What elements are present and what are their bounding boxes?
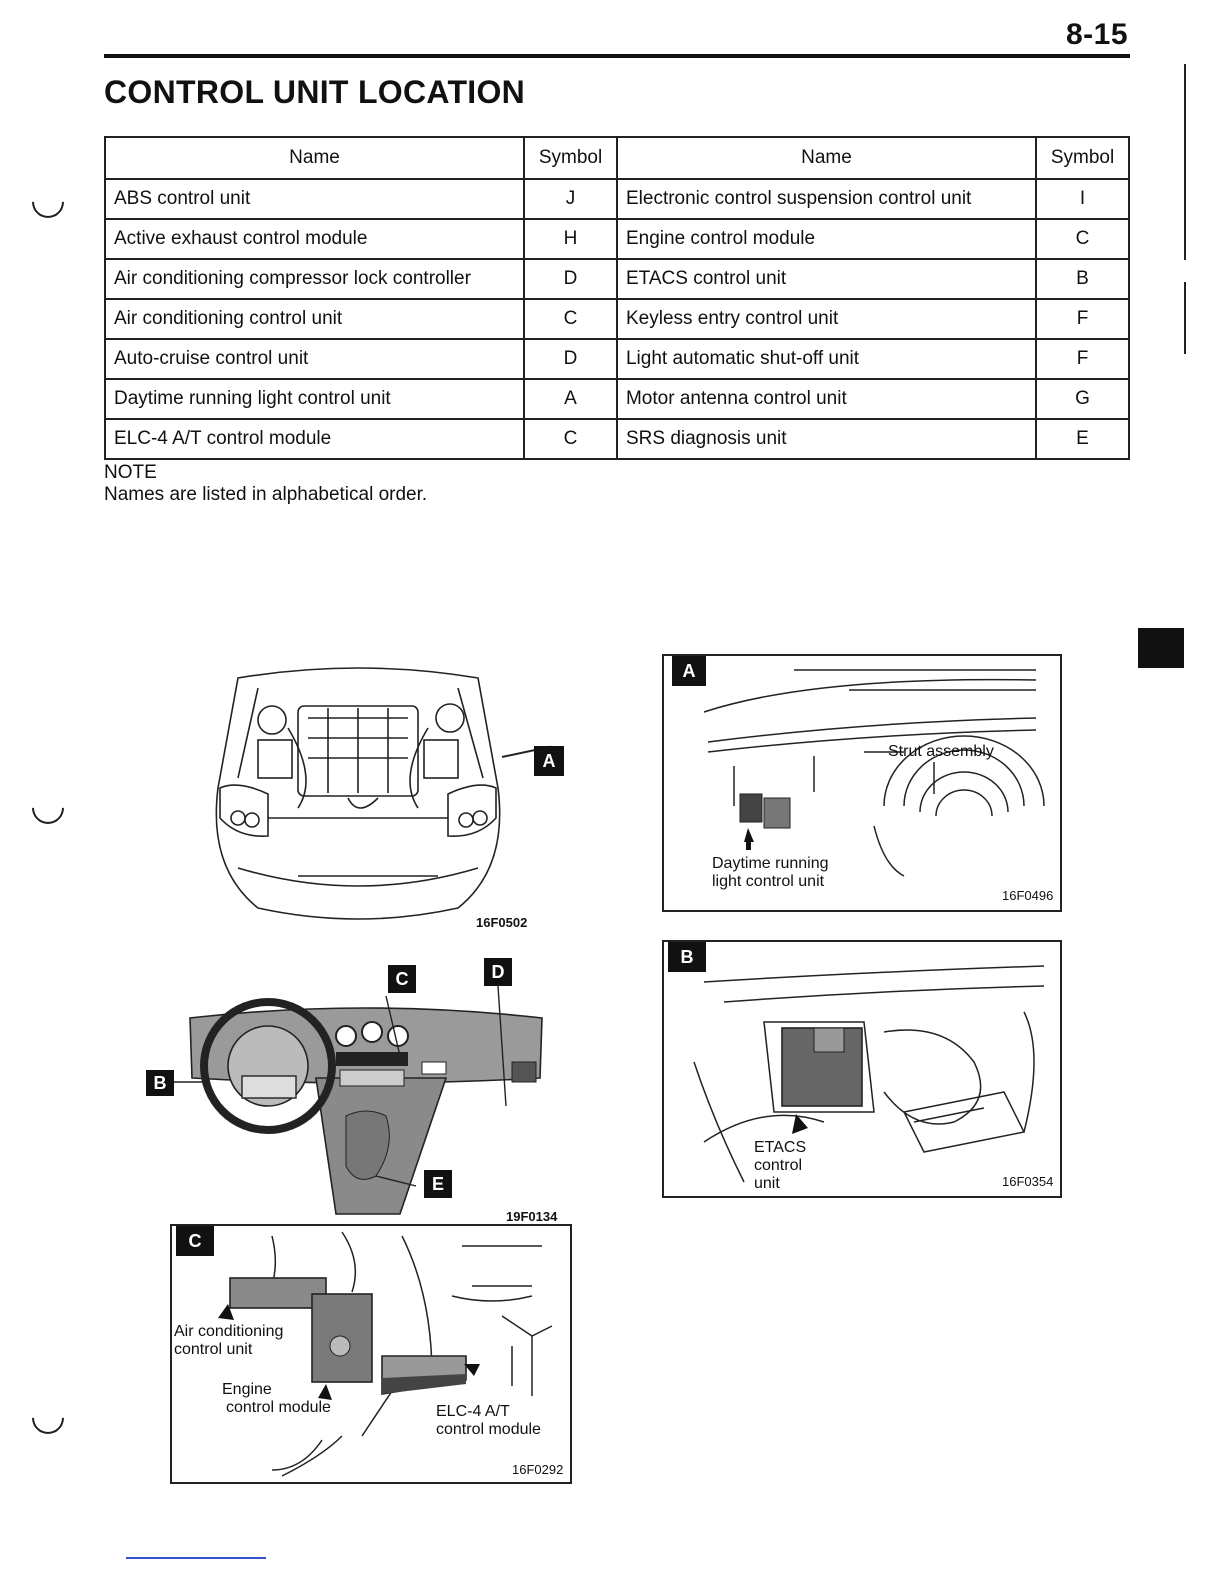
unit-name: Air conditioning compressor lock control… xyxy=(103,258,526,300)
column-header: Symbol xyxy=(523,136,618,180)
unit-symbol: J xyxy=(523,178,618,220)
page-number: 8-15 xyxy=(1066,18,1129,51)
location-tag-b: B xyxy=(146,1070,174,1096)
detail-tag-c: C xyxy=(176,1226,214,1256)
table-row: ABS control unit J Electronic control su… xyxy=(103,178,1130,220)
dashboard-illustration xyxy=(168,985,550,1215)
engine-bay-illustration xyxy=(198,667,552,920)
detail-figure-c: C Air conditioning control unit Engine c… xyxy=(170,1224,572,1484)
ac-control-unit-label-line2: control unit xyxy=(174,1341,253,1358)
unit-name: SRS diagnosis unit xyxy=(615,418,1038,460)
detail-tag-a: A xyxy=(672,656,706,686)
etacs-label: ETACS xyxy=(754,1139,807,1156)
table-header-row: Name Symbol Name Symbol xyxy=(103,136,1130,180)
figure-code: 16F0354 xyxy=(1002,1174,1054,1189)
engine-control-label-line2: control module xyxy=(226,1399,331,1416)
figure-code: 16F0502 xyxy=(476,915,528,930)
daytime-running-label: Daytime running xyxy=(712,855,829,872)
unit-name: ELC-4 A/T control module xyxy=(103,418,526,460)
page-title: CONTROL UNIT LOCATION xyxy=(104,74,526,110)
unit-name: Auto-cruise control unit xyxy=(103,338,526,380)
unit-symbol: B xyxy=(1035,258,1130,300)
figure-code: 19F0134 xyxy=(506,1209,558,1224)
figure-code: 16F0292 xyxy=(512,1462,564,1477)
detail-tag-b: B xyxy=(668,942,706,972)
unit-name: Light automatic shut-off unit xyxy=(615,338,1038,380)
note-text: Names are listed in alphabetical order. xyxy=(104,484,428,505)
unit-name: ABS control unit xyxy=(103,178,526,220)
column-header: Name xyxy=(615,136,1038,180)
elc-label-line2: control module xyxy=(436,1421,541,1438)
unit-symbol: C xyxy=(523,298,618,340)
unit-symbol: G xyxy=(1035,378,1130,420)
footer-rule xyxy=(126,1557,266,1559)
unit-name: Air conditioning control unit xyxy=(103,298,526,340)
margin-bar xyxy=(1184,282,1186,354)
header-rule xyxy=(104,54,1130,58)
unit-symbol: C xyxy=(1035,218,1130,260)
detail-b-drawing xyxy=(693,965,1045,1183)
unit-symbol: C xyxy=(523,418,618,460)
light-control-unit-label: light control unit xyxy=(712,873,825,890)
unit-symbol: F xyxy=(1035,298,1130,340)
table-row: Active exhaust control module H Engine c… xyxy=(103,218,1130,260)
unit-name: ETACS control unit xyxy=(615,258,1038,300)
table-row: ELC-4 A/T control module C SRS diagnosis… xyxy=(103,418,1130,460)
unit-symbol: D xyxy=(523,338,618,380)
elc-label-line1: ELC-4 A/T xyxy=(436,1403,510,1420)
figure-code: 16F0496 xyxy=(1002,888,1054,903)
strut-assembly-label: Strut assembly xyxy=(888,743,994,760)
location-tag-c: C xyxy=(388,965,416,993)
engine-bay-drawing xyxy=(215,667,501,920)
table-row: Auto-cruise control unit D Light automat… xyxy=(103,338,1130,380)
dashboard-drawing xyxy=(168,985,543,1215)
detail-a-drawing xyxy=(703,669,1045,877)
control-unit-table: Name Symbol Name Symbol ABS control unit… xyxy=(103,136,1130,460)
unit-name: Active exhaust control module xyxy=(103,218,526,260)
location-tag-a: A xyxy=(534,746,564,776)
detail-figure-a: A Strut assembly Daytime running light c… xyxy=(662,654,1062,912)
etacs-control-label: control xyxy=(754,1157,803,1174)
table-row: Air conditioning control unit C Keyless … xyxy=(103,298,1130,340)
unit-name: Motor antenna control unit xyxy=(615,378,1038,420)
engine-control-label-line1: Engine xyxy=(222,1381,272,1398)
unit-name: Daytime running light control unit xyxy=(103,378,526,420)
unit-name: Engine control module xyxy=(615,218,1038,260)
location-tag-e: E xyxy=(424,1170,452,1198)
margin-bar xyxy=(1184,64,1186,260)
location-tag-d: D xyxy=(484,958,512,986)
unit-name: Electronic control suspension control un… xyxy=(615,178,1038,220)
table-row: Daytime running light control unit A Mot… xyxy=(103,378,1130,420)
etacs-unit-label: unit xyxy=(754,1175,780,1192)
table-row: Air conditioning compressor lock control… xyxy=(103,258,1130,300)
detail-figure-b: B ETACS control unit 16F0354 xyxy=(662,940,1062,1198)
detail-c-drawing xyxy=(218,1231,553,1477)
unit-symbol: F xyxy=(1035,338,1130,380)
section-tab-marker xyxy=(1138,628,1184,668)
binder-hole-mark xyxy=(25,785,71,831)
unit-symbol: H xyxy=(523,218,618,260)
column-header: Symbol xyxy=(1035,136,1130,180)
binder-hole-mark xyxy=(25,179,71,225)
note-title: NOTE xyxy=(104,462,157,483)
unit-symbol: E xyxy=(1035,418,1130,460)
unit-name: Keyless entry control unit xyxy=(615,298,1038,340)
unit-symbol: D xyxy=(523,258,618,300)
ac-control-unit-label-line1: Air conditioning xyxy=(174,1323,284,1340)
unit-symbol: I xyxy=(1035,178,1130,220)
column-header: Name xyxy=(103,136,526,180)
binder-hole-mark xyxy=(25,1395,71,1441)
unit-symbol: A xyxy=(523,378,618,420)
